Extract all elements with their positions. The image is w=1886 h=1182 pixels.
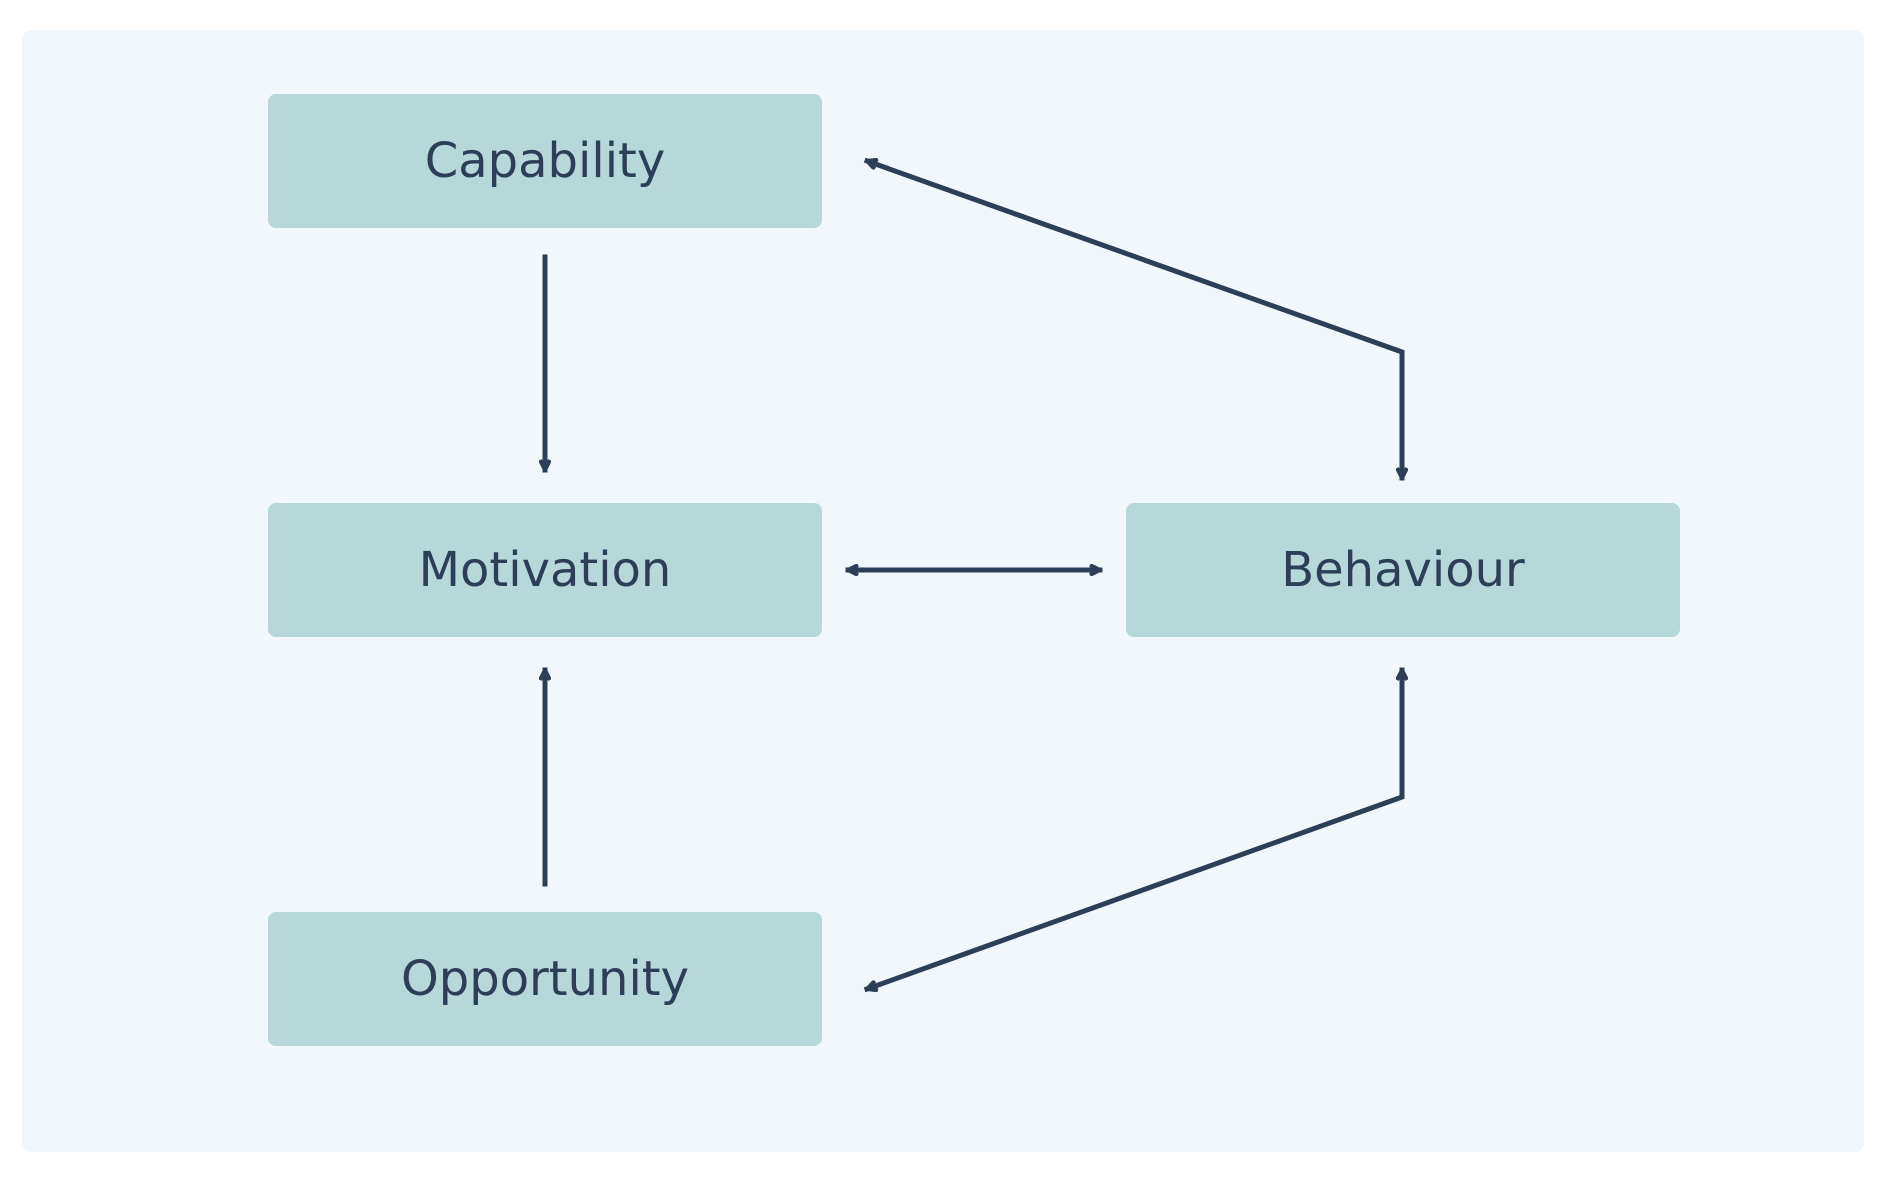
node-capability-label: Capability: [424, 133, 666, 189]
node-opportunity: Opportunity: [268, 912, 822, 1046]
node-capability: Capability: [268, 94, 822, 228]
node-behaviour-label: Behaviour: [1281, 542, 1525, 598]
node-behaviour: Behaviour: [1126, 503, 1680, 637]
node-motivation-label: Motivation: [418, 542, 672, 598]
node-opportunity-label: Opportunity: [400, 951, 690, 1007]
node-motivation: Motivation: [268, 503, 822, 637]
